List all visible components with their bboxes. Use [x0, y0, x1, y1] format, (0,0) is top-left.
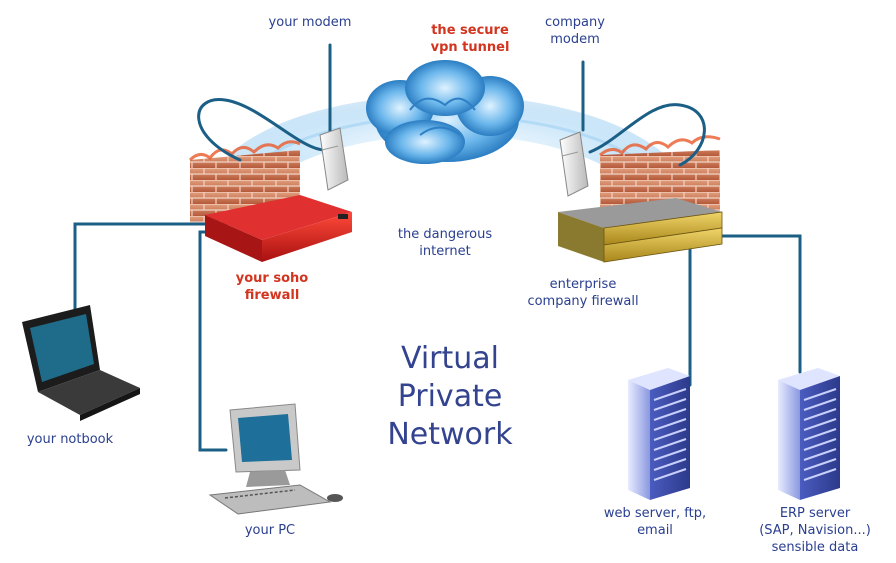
enterprise-firewall-label-line-1: enterprise	[549, 277, 617, 292]
web-server-label-line-1: web server, ftp,	[603, 506, 707, 521]
enterprise-firewall-label-line-2: company firewall	[527, 294, 639, 309]
erp-server-label: ERP server (SAP, Navision...) sensible d…	[745, 505, 885, 556]
vpn-title-line-2: Private	[397, 379, 503, 414]
enterprise-firewall-icon	[558, 198, 723, 263]
secure-tunnel-label: the secure vpn tunnel	[415, 22, 525, 56]
soho-firewall-label: your soho firewall	[222, 270, 322, 304]
vpn-title-line-1: Virtual	[400, 341, 500, 376]
dangerous-internet-label-line-1: the dangerous	[397, 227, 493, 242]
cloud-icon	[366, 60, 524, 164]
your-modem-icon	[319, 127, 349, 191]
web-server-label: web server, ftp, email	[590, 505, 720, 539]
enterprise-firewall-label: enterprise company firewall	[508, 276, 658, 310]
laptop-icon	[22, 305, 140, 421]
company-modem-label-line-1: company	[545, 15, 605, 30]
pc-label: your PC	[244, 523, 296, 538]
dangerous-internet-label: the dangerous internet	[385, 226, 505, 260]
secure-tunnel-label-line-2: vpn tunnel	[430, 40, 510, 55]
vpn-title: Virtual Private Network	[360, 340, 540, 454]
dangerous-internet-label-line-2: internet	[419, 244, 471, 259]
soho-firewall-label-line-2: firewall	[244, 288, 300, 303]
secure-tunnel-label-line-1: the secure	[431, 23, 509, 38]
notebook-label: your notbook	[26, 432, 114, 447]
vpn-title-line-3: Network	[387, 417, 513, 452]
company-modem-label-line-2: modem	[550, 32, 600, 47]
web-server-icon	[628, 368, 690, 500]
desktop-pc-icon	[208, 403, 343, 515]
soho-firewall-label-line-1: your soho	[235, 271, 309, 286]
erp-server-icon	[778, 368, 840, 500]
web-server-label-line-2: email	[637, 523, 673, 538]
erp-server-label-line-1: ERP server	[779, 506, 851, 521]
company-modem-icon	[559, 131, 589, 197]
erp-server-label-line-3: sensible data	[771, 540, 859, 555]
soho-router-icon	[205, 195, 352, 262]
your-modem-label: your modem	[268, 15, 352, 30]
company-modem-label: company modem	[530, 14, 620, 48]
erp-server-label-line-2: (SAP, Navision...)	[759, 523, 871, 538]
